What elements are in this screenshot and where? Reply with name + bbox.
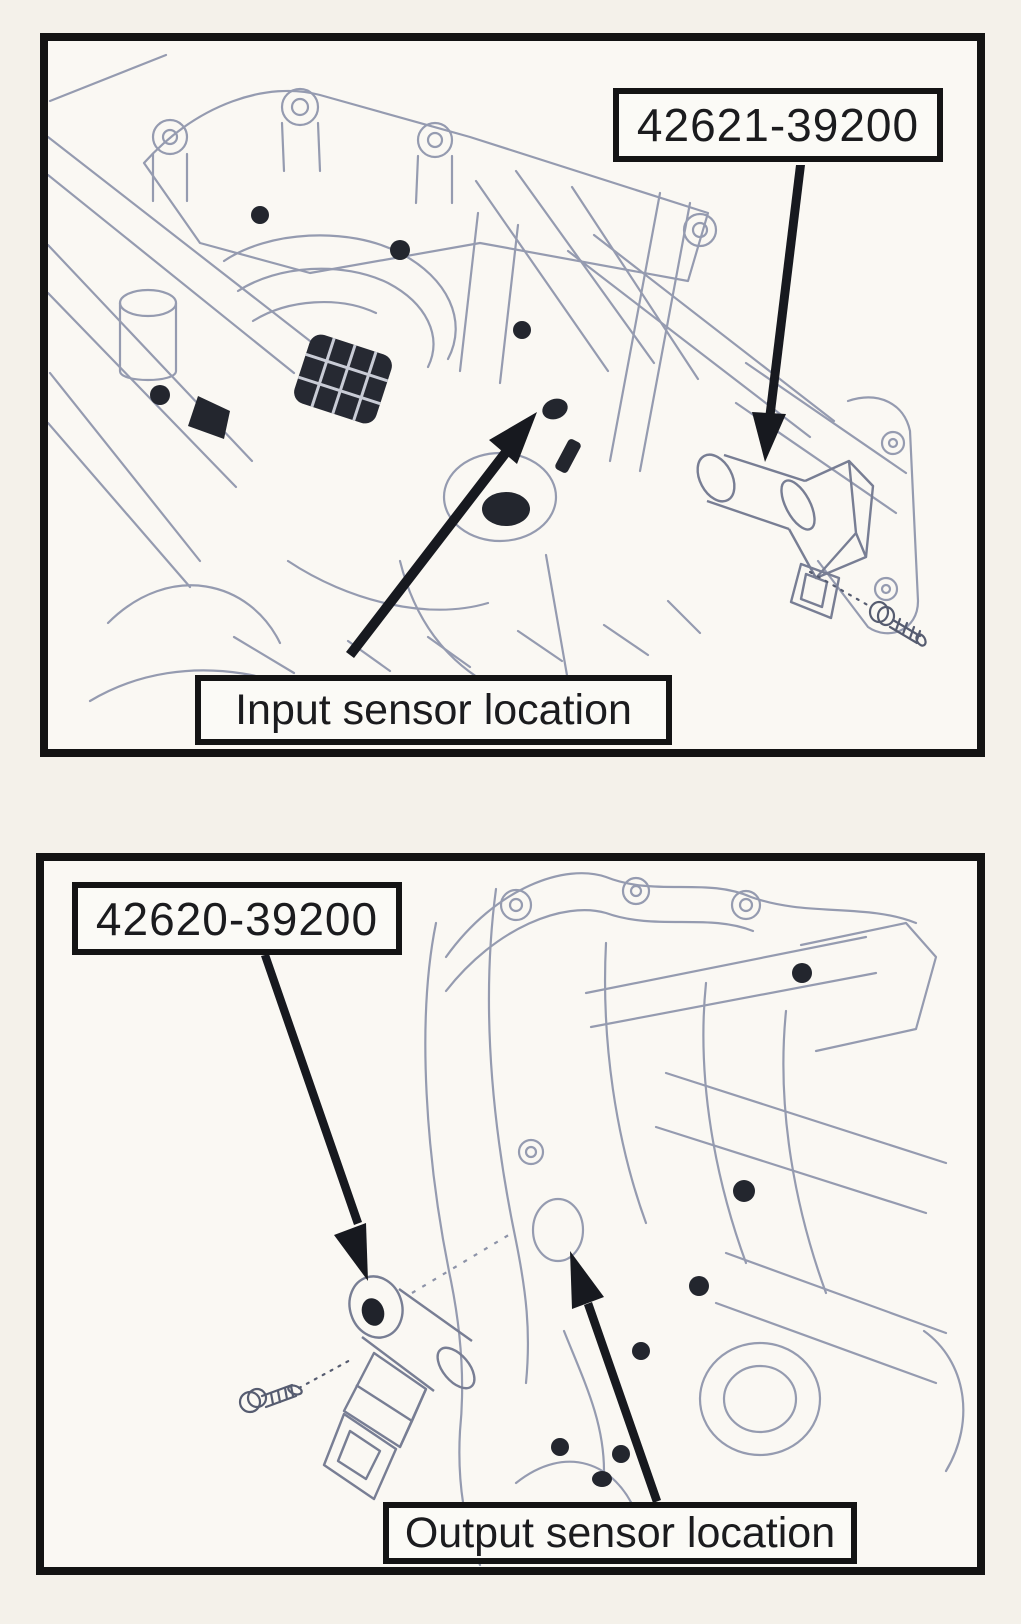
input-sensor-figure-panel: 42621-39200 Input sensor location [40, 33, 985, 757]
part-number-arrow [752, 165, 805, 462]
output-sensor-part-drawing [322, 1275, 476, 1501]
output-sensor-location-box: Output sensor location [383, 1502, 857, 1564]
output-sensor-figure-panel: 42620-39200 Output sensor location [36, 853, 985, 1575]
output-location-arrow [570, 1251, 661, 1503]
part-number-arrow [261, 954, 368, 1281]
part-number-text: 42620-39200 [95, 892, 379, 945]
part-number-box: 42621-39200 [613, 88, 943, 162]
input-sensor-location-text: Input sensor location [235, 685, 632, 734]
sensor-axis-dotted-line [411, 1232, 513, 1294]
input-sensor-part-drawing [696, 453, 875, 620]
input-sensor-line-art [48, 53, 927, 723]
sensor-ear-hole [361, 1298, 385, 1326]
ribbed-boot [294, 334, 392, 424]
transaxle-drawing [424, 872, 965, 1567]
part-number-box: 42620-39200 [72, 882, 402, 955]
transaxle-drawing [48, 53, 920, 723]
dark-bolt-details [551, 963, 812, 1487]
part-number-text: 42621-39200 [636, 99, 920, 151]
input-sensor-location-box: Input sensor location [195, 675, 672, 745]
sensor-mounting-bolt [808, 570, 927, 647]
output-sensor-location-text: Output sensor location [404, 1508, 836, 1557]
output-sensor-line-art [238, 872, 965, 1567]
input-location-arrow [346, 412, 537, 658]
sensor-mounting-bolt [238, 1356, 356, 1414]
dark-bolt-details [150, 206, 581, 526]
